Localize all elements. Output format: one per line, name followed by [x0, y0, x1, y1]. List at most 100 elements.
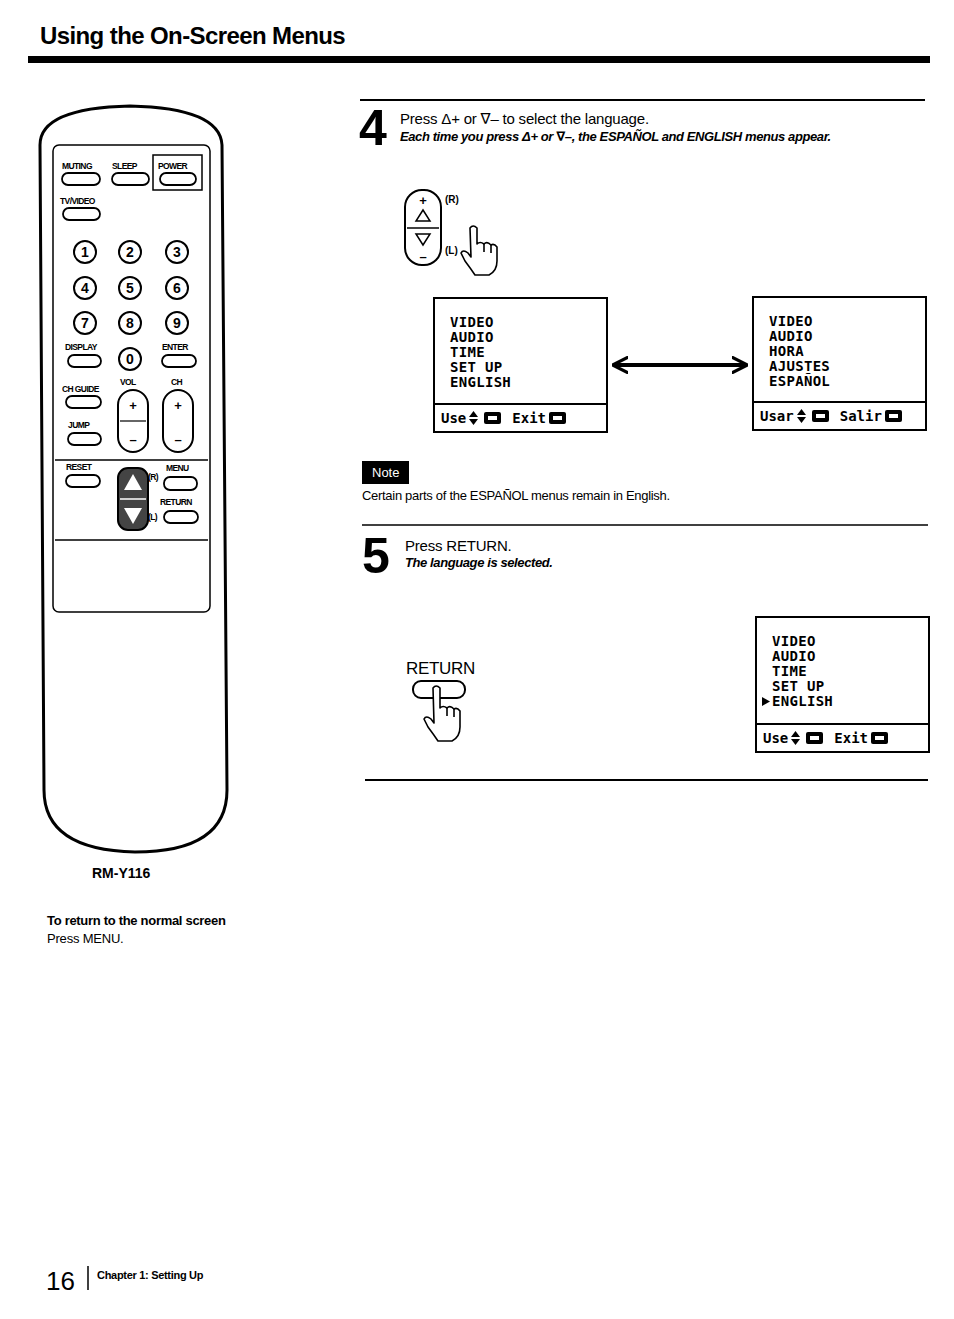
- rules: [87, 1266, 89, 1290]
- step-instruction: Press Δ+ or ∇– to select the language.: [400, 111, 649, 126]
- button-icon: [484, 412, 501, 424]
- updown-icon: [469, 411, 478, 425]
- direction-mark: (R): [445, 195, 459, 205]
- button-icon: [885, 410, 902, 422]
- button-number: 0: [126, 352, 134, 366]
- footer-text: Salir: [840, 408, 882, 424]
- button-icon: [889, 414, 898, 418]
- volume-button: [405, 190, 441, 265]
- remote-control: [118, 390, 148, 452]
- button-label: VOL: [120, 378, 136, 387]
- updown-icon: [797, 409, 806, 415]
- title-bar: [28, 56, 930, 63]
- subheading: To return to the normal screen: [47, 914, 226, 927]
- footer-text: Exit: [834, 730, 868, 746]
- menu-list: VIDEOAUDIOTIMESET UPENGLISH: [435, 299, 606, 403]
- step-number: 4: [359, 103, 385, 153]
- button-icon: [488, 416, 497, 420]
- remote-control: [40, 106, 227, 852]
- body-text: Press MENU.: [47, 932, 124, 945]
- footer-text: Usar: [760, 408, 794, 424]
- button-label: TV/VIDEO: [60, 197, 95, 206]
- volume-button: [405, 190, 441, 265]
- rules: [88, 100, 928, 1290]
- step-result: The language is selected.: [405, 556, 553, 569]
- remote-control: [118, 468, 148, 530]
- menu-item: VIDEO: [769, 314, 921, 329]
- button-symbol: –: [419, 250, 426, 263]
- page-title: Using the On-Screen Menus: [40, 22, 345, 50]
- button-number: 1: [81, 245, 89, 259]
- updown-icon: [469, 419, 478, 425]
- menu-item: ENGLISH: [772, 694, 924, 709]
- button-symbol: +: [174, 399, 182, 412]
- remote-control: [112, 173, 149, 185]
- updown-icon: [791, 731, 800, 737]
- button-icon: [549, 412, 566, 424]
- remote-control: [120, 498, 146, 500]
- button-symbol: –: [174, 433, 181, 446]
- menu-item: SET UP: [450, 360, 602, 375]
- note-tag: Note: [362, 461, 409, 484]
- button-icon: [810, 736, 819, 740]
- button-icon: [806, 732, 823, 744]
- updown-icon: [797, 409, 806, 423]
- remote-control: [164, 511, 198, 523]
- remote-control: [119, 312, 141, 334]
- menu-item: HORA: [769, 344, 921, 359]
- button-label: (L): [148, 513, 157, 522]
- button-number: 2: [126, 245, 134, 259]
- pointing-hand: [424, 686, 460, 741]
- rules: [365, 779, 928, 781]
- menu-footer: UseExit: [435, 403, 606, 431]
- remote-control: [166, 241, 188, 263]
- button-icon: [885, 410, 902, 422]
- menu-item: VIDEO: [772, 634, 924, 649]
- menu-item: ENGLISH: [450, 375, 602, 390]
- button-label: CH GUIDE: [62, 385, 99, 394]
- button-label: SLEEP: [112, 162, 137, 171]
- button-label: MUTING: [62, 162, 92, 171]
- updown-icon: [791, 739, 800, 745]
- remote-control: [124, 474, 142, 490]
- button-number: 7: [81, 316, 89, 330]
- remote-control: [68, 355, 101, 367]
- volume-button: [407, 227, 439, 229]
- remote-control: [66, 475, 100, 487]
- footer-text: Use: [441, 410, 466, 426]
- button-icon: [812, 410, 829, 422]
- menu-screen: VIDEOAUDIOTIMESET UPENGLISHUseExit: [755, 616, 930, 753]
- remote-control: [153, 155, 202, 190]
- note-text: Certain parts of the ESPAÑOL menus remai…: [362, 489, 670, 502]
- button-icon: [553, 416, 562, 420]
- pointing-hand: [447, 708, 454, 717]
- remote-control: [40, 106, 227, 852]
- button-label: MENU: [166, 464, 189, 473]
- button-label: RESET: [66, 463, 91, 472]
- menu-item: ESPAÑOL: [769, 374, 921, 389]
- button-label: (R): [148, 473, 158, 482]
- volume-button: [416, 210, 430, 221]
- updown-icon: [469, 411, 478, 417]
- remote-control: [63, 208, 100, 220]
- remote-control: [55, 459, 208, 461]
- rules: [360, 99, 925, 101]
- remote-control: [162, 355, 196, 367]
- button-icon: [549, 412, 566, 424]
- remote-control: [74, 277, 96, 299]
- remote-control: [66, 396, 101, 408]
- button-number: 4: [81, 281, 89, 295]
- model-name: RM-Y116: [92, 866, 150, 880]
- remote-control: [120, 420, 146, 421]
- remote-control: [164, 477, 197, 490]
- menu-screen: VIDEOAUDIOTIMESET UPENGLISHUseExit: [433, 297, 608, 433]
- remote-control: [62, 173, 100, 185]
- menu-item: AUDIO: [769, 329, 921, 344]
- menu-cursor: [762, 697, 770, 706]
- button-symbol: –: [129, 433, 136, 446]
- button-symbol: +: [129, 399, 137, 412]
- menu-item: VIDEO: [450, 315, 602, 330]
- button-symbol: +: [419, 194, 427, 207]
- chapter-name: Chapter 1: Setting Up: [97, 1270, 203, 1281]
